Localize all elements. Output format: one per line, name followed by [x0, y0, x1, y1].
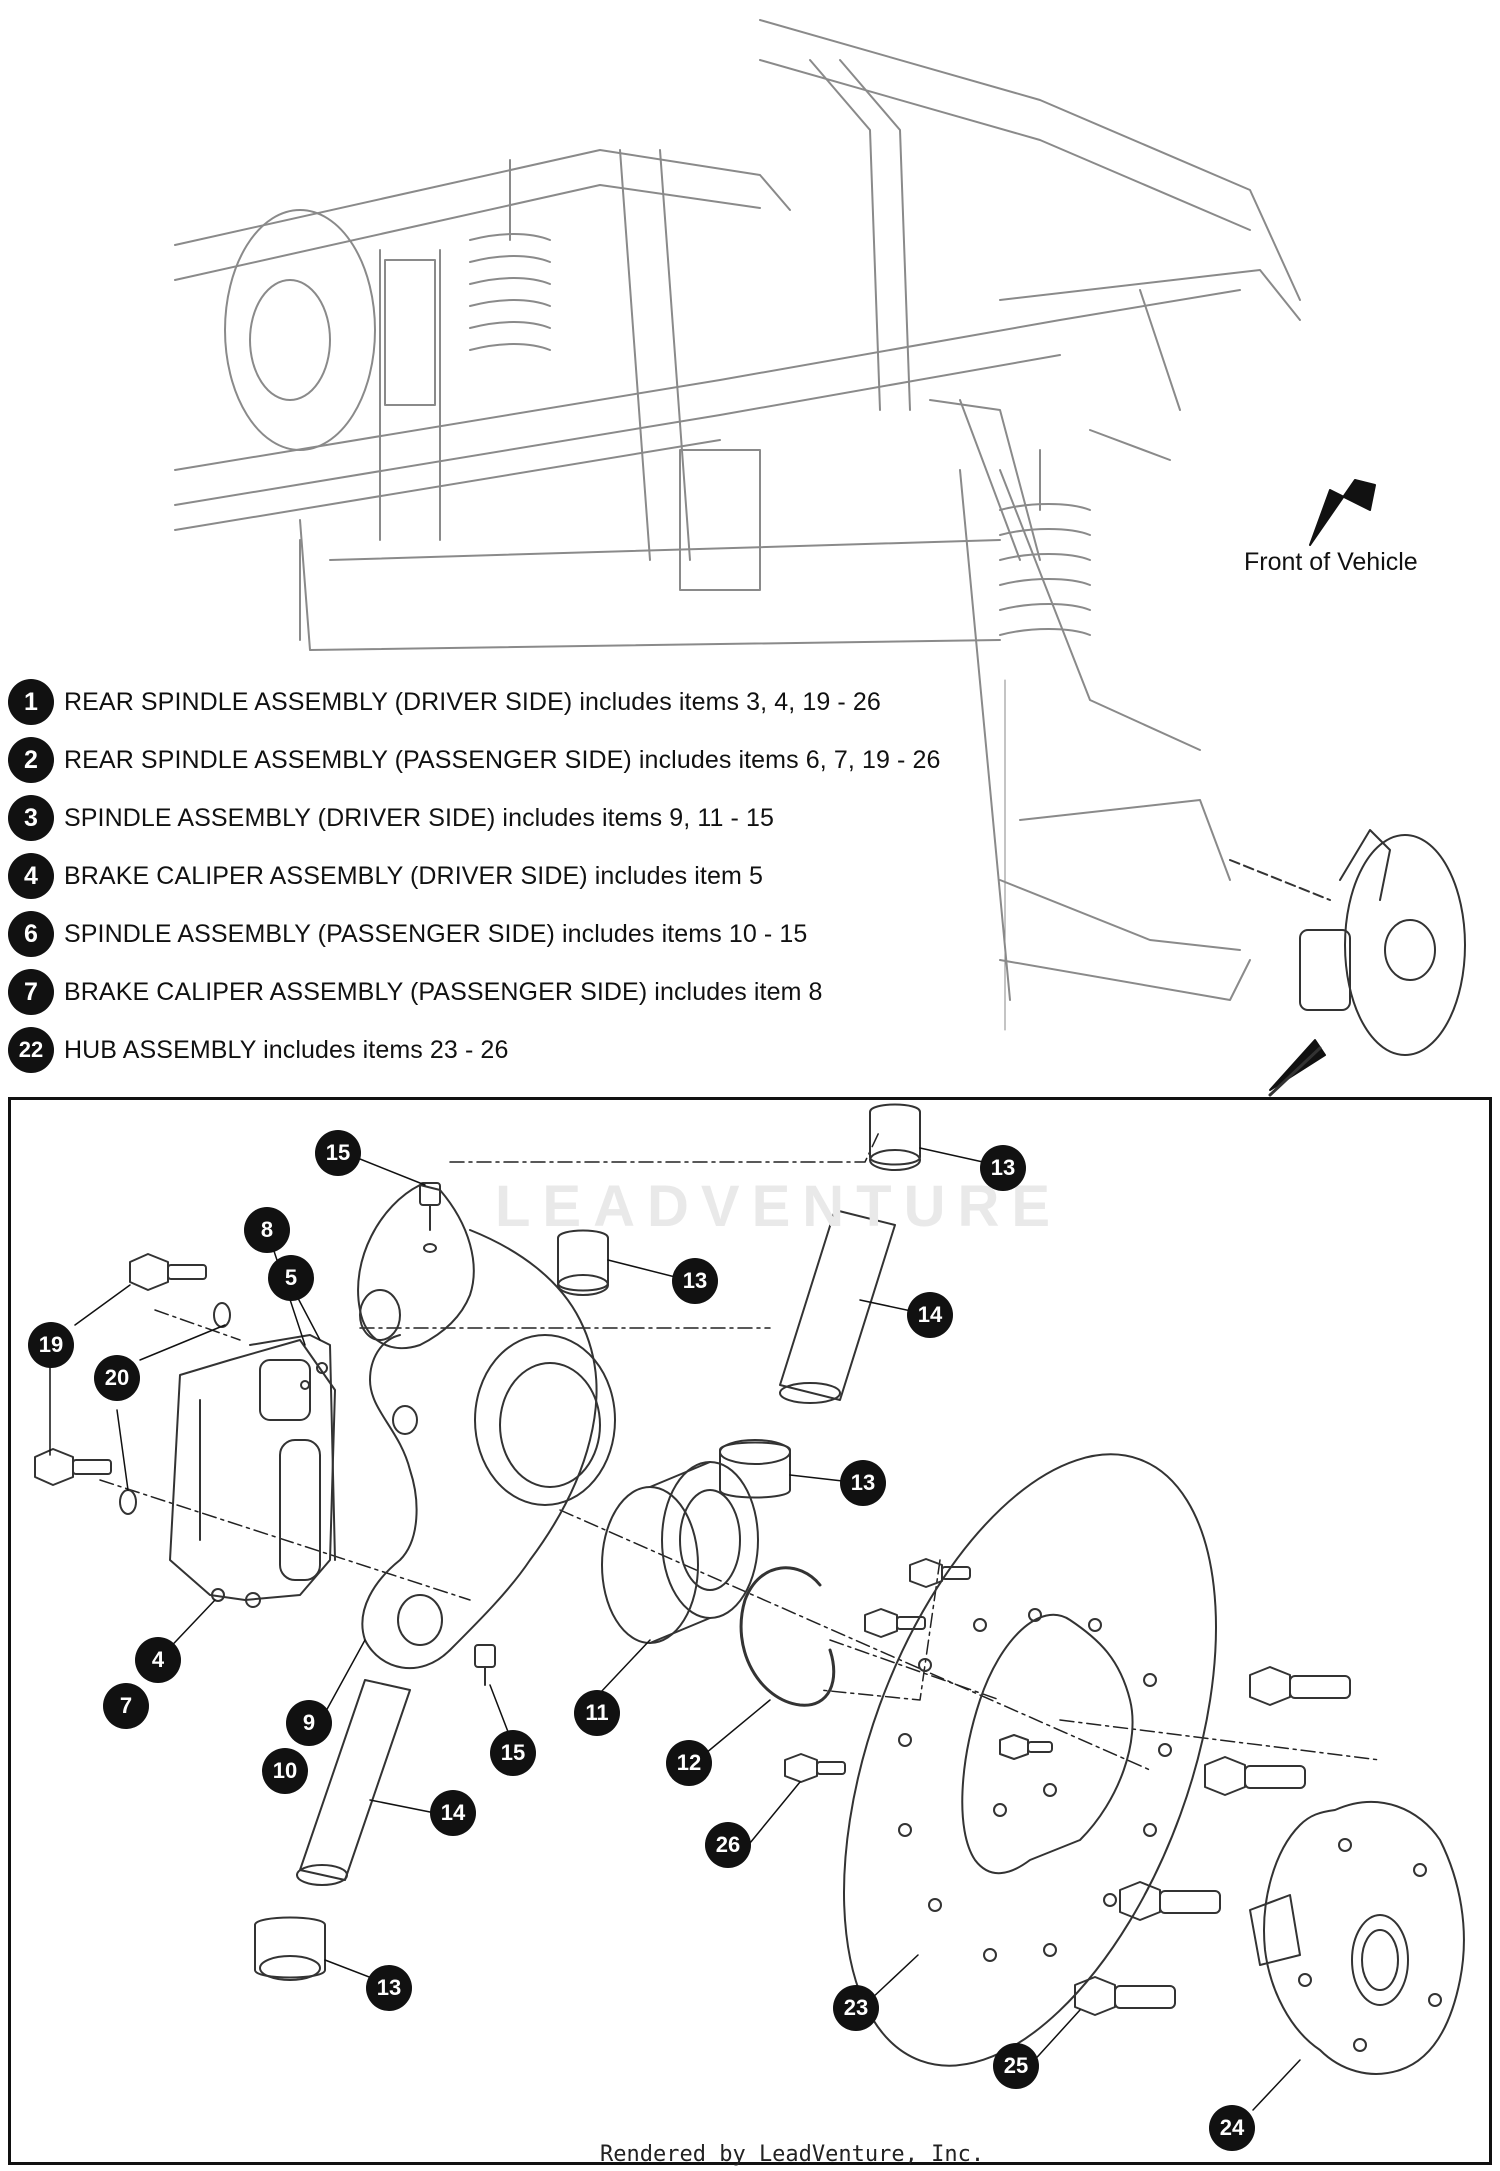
legend-number: 4 [8, 853, 54, 899]
callout-26: 26 [705, 1822, 751, 1868]
callout-19: 19 [28, 1322, 74, 1368]
callout-25: 25 [993, 2043, 1039, 2089]
grease-fitting-15-upper [419, 1182, 441, 1253]
watermark: LEADVENTURE [495, 1174, 1063, 1239]
spindle-knuckle [357, 1184, 616, 1669]
legend-number: 3 [8, 795, 54, 841]
legend-number: 7 [8, 969, 54, 1015]
grease-fitting-15-lower [474, 1644, 496, 1686]
callout-11: 11 [574, 1690, 620, 1736]
legend-text: REAR SPINDLE ASSEMBLY (DRIVER SIDE) incl… [64, 687, 881, 716]
legend-row: 7 BRAKE CALIPER ASSEMBLY (PASSENGER SIDE… [8, 969, 823, 1015]
callout-15: 15 [490, 1730, 536, 1776]
snap-ring-12 [739, 1566, 836, 1707]
callout-13: 13 [672, 1258, 718, 1304]
legend-text: BRAKE CALIPER ASSEMBLY (DRIVER SIDE) inc… [64, 861, 763, 890]
background-disc-left [224, 209, 376, 451]
legend-number: 6 [8, 911, 54, 957]
callout-24: 24 [1209, 2105, 1255, 2151]
legend-text: SPINDLE ASSEMBLY (PASSENGER SIDE) includ… [64, 919, 808, 948]
callout-14: 14 [907, 1292, 953, 1338]
wheel-bearing-11 [601, 1461, 759, 1644]
legend-row: 3 SPINDLE ASSEMBLY (DRIVER SIDE) include… [8, 795, 775, 841]
stud-25-c [1119, 1881, 1221, 1921]
rear-spring-left [469, 159, 551, 351]
front-of-vehicle-label: Front of Vehicle [1244, 548, 1418, 576]
callout-23: 23 [833, 1985, 879, 2031]
bushing-13-top-right [869, 1103, 921, 1171]
callout-10: 10 [262, 1748, 308, 1794]
legend-row: 6 SPINDLE ASSEMBLY (PASSENGER SIDE) incl… [8, 911, 808, 957]
callout-13: 13 [980, 1145, 1026, 1191]
callout-13: 13 [366, 1965, 412, 2011]
bushing-13-right [719, 1439, 791, 1499]
legend-number: 1 [8, 679, 54, 725]
bushing-13-middle [557, 1229, 609, 1296]
bushing-13-bottom [254, 1916, 326, 1981]
legend-row: 1 REAR SPINDLE ASSEMBLY (DRIVER SIDE) in… [8, 679, 881, 725]
front-arrow-icon [1309, 479, 1376, 546]
callout-9: 9 [286, 1700, 332, 1746]
stud-25-a [1249, 1666, 1351, 1706]
callout-12: 12 [666, 1740, 712, 1786]
pin-14-lower [296, 1679, 411, 1886]
callout-14: 14 [430, 1790, 476, 1836]
chassis-frame [174, 19, 1301, 1001]
callout-7: 7 [103, 1683, 149, 1729]
brake-disc-23 [843, 1453, 1217, 2067]
legend-row: 22 HUB ASSEMBLY includes items 23 - 26 [8, 1027, 509, 1073]
legend-text: SPINDLE ASSEMBLY (DRIVER SIDE) includes … [64, 803, 775, 832]
bolt-19-upper [129, 1253, 207, 1291]
callout-5: 5 [268, 1255, 314, 1301]
hub-thumbnail [1299, 829, 1466, 1056]
bolt-26-c [784, 1753, 846, 1783]
legend-number: 2 [8, 737, 54, 783]
callout-8: 8 [244, 1207, 290, 1253]
callout-4: 4 [135, 1637, 181, 1683]
rear-spring-right [999, 449, 1091, 636]
pin-14-upper [779, 1209, 896, 1404]
stud-25-d [1074, 1976, 1176, 2016]
legend-row: 2 REAR SPINDLE ASSEMBLY (PASSENGER SIDE)… [8, 737, 941, 783]
callout-15: 15 [315, 1130, 361, 1176]
bolt-26-b [864, 1608, 926, 1638]
callout-20: 20 [94, 1355, 140, 1401]
legend-text: HUB ASSEMBLY includes items 23 - 26 [64, 1035, 509, 1064]
legend-text: BRAKE CALIPER ASSEMBLY (PASSENGER SIDE) … [64, 977, 823, 1006]
legend-text: REAR SPINDLE ASSEMBLY (PASSENGER SIDE) i… [64, 745, 941, 774]
footer-credit: Rendered by LeadVenture, Inc. [600, 2142, 985, 2167]
stud-25-b [1204, 1756, 1306, 1796]
brake-caliper [169, 1334, 336, 1608]
legend-row: 4 BRAKE CALIPER ASSEMBLY (DRIVER SIDE) i… [8, 853, 763, 899]
bolt-19-lower [34, 1448, 112, 1486]
hub-24 [1249, 1801, 1465, 2075]
callout-13: 13 [840, 1460, 886, 1506]
legend-number: 22 [8, 1027, 54, 1073]
exploded-view-frame [8, 1097, 1492, 2165]
